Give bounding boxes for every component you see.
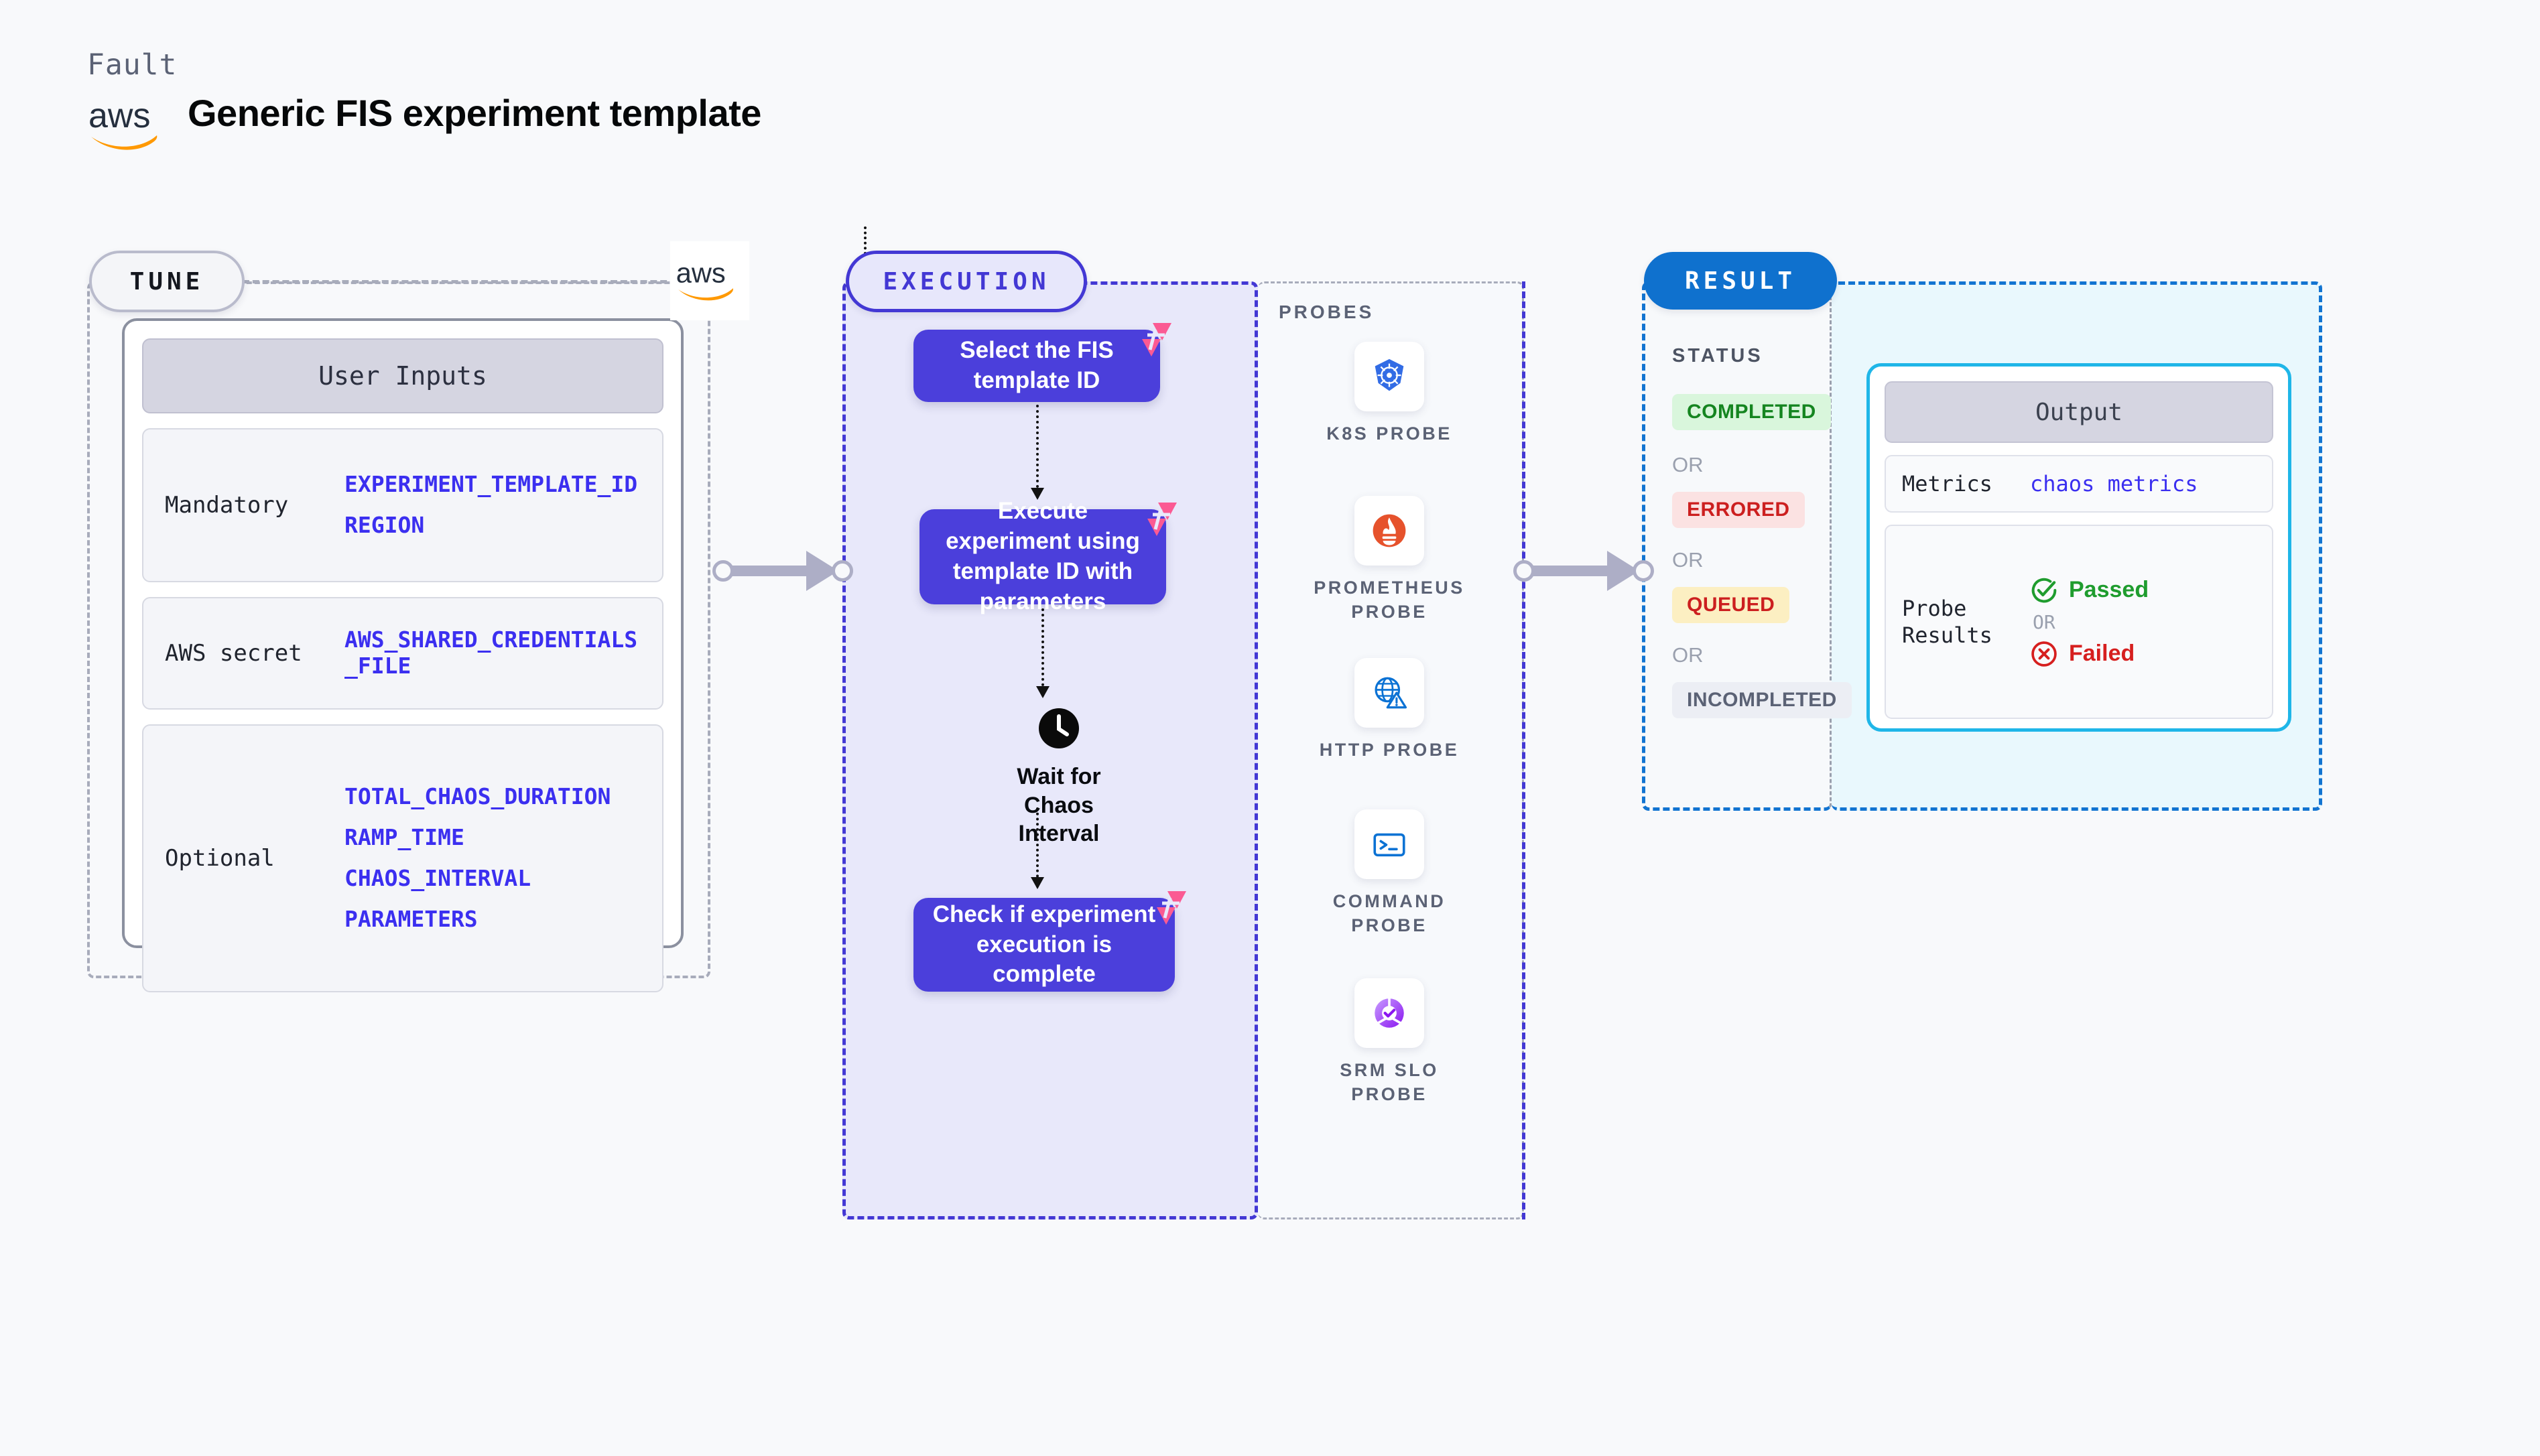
- flow-arrow-1: [1031, 405, 1044, 500]
- param-region: REGION: [344, 512, 425, 538]
- input-row-label: Mandatory: [165, 492, 289, 519]
- status-or-separator: OR: [1672, 453, 1704, 476]
- param-ramp-time: RAMP_TIME: [344, 824, 464, 851]
- status-title: STATUS: [1672, 345, 1763, 367]
- terminal-icon: [1373, 833, 1405, 857]
- status-or-separator: OR: [1672, 548, 1704, 572]
- input-row-label: Optional: [165, 845, 275, 872]
- param-parameters: PARAMETERS: [344, 905, 478, 932]
- execution-outer-right-border: [1522, 281, 1525, 1219]
- status-badge-errored: ERRORED: [1672, 492, 1805, 528]
- execution-section-container: [842, 281, 1258, 1219]
- param-aws-shared-credentials-file: AWS_SHARED_CREDENTIALS _FILE: [344, 626, 638, 679]
- connector-start-dot: [1513, 560, 1535, 582]
- probe-label: HTTP PROBE: [1319, 740, 1460, 760]
- execution-step-execute-experiment[interactable]: Execute experiment using template ID wit…: [919, 498, 1166, 614]
- input-row-mandatory[interactable]: Mandatory EXPERIMENT_TEMPLATE_ID REGION: [142, 428, 663, 582]
- output-probe-results-label: Probe Results: [1902, 596, 1992, 648]
- probe-item-command[interactable]: COMMAND PROBE: [1312, 809, 1466, 937]
- execution-step-check-complete[interactable]: Check if experiment execution is complet…: [913, 898, 1175, 992]
- param-experiment-template-id: EXPERIMENT_TEMPLATE_ID: [344, 471, 638, 498]
- connector-end-dot: [832, 560, 853, 582]
- user-inputs-header: User Inputs: [142, 338, 663, 413]
- probe-item-http[interactable]: HTTP PROBE: [1312, 658, 1466, 763]
- execution-wait-node: Wait for Chaos Interval: [992, 707, 1126, 848]
- user-inputs-card: User Inputs Mandatory EXPERIMENT_TEMPLAT…: [122, 318, 684, 992]
- input-row-optional[interactable]: Optional TOTAL_CHAOS_DURATION RAMP_TIME …: [142, 724, 663, 992]
- input-row-label: AWS secret: [165, 640, 302, 667]
- check-circle-icon: [2031, 578, 2057, 602]
- probe-label: K8S PROBE: [1326, 423, 1452, 444]
- probe-label: SRM SLO PROBE: [1340, 1060, 1439, 1104]
- wait-node-label: Wait for Chaos Interval: [1017, 764, 1101, 846]
- result-status-container: [1642, 281, 1832, 811]
- probe-item-prometheus[interactable]: PROMETHEUS PROBE: [1312, 496, 1466, 624]
- tune-header-divider: [243, 280, 677, 283]
- connector-execution-to-result: [1513, 551, 1654, 591]
- execution-section-pill[interactable]: EXECUTION: [846, 251, 1087, 312]
- input-row-aws-secret[interactable]: AWS secret AWS_SHARED_CREDENTIALS _FILE: [142, 597, 663, 710]
- flow-arrow-2: [1036, 608, 1050, 698]
- probe-result-or-separator: OR: [2033, 610, 2055, 633]
- svg-text:aws: aws: [676, 257, 726, 289]
- x-circle-icon: [2031, 641, 2057, 667]
- litmus-badge-icon: [1147, 890, 1188, 927]
- aws-provider-badge: aws: [670, 241, 749, 320]
- connector-tune-to-execution: [712, 551, 853, 591]
- execution-pill-tick: [864, 226, 867, 255]
- status-or-separator: OR: [1672, 643, 1704, 667]
- litmus-badge-icon: [1138, 501, 1178, 539]
- probes-title: PROBES: [1279, 302, 1375, 322]
- probe-result-passed-label: Passed: [2069, 577, 2149, 602]
- input-row-values: EXPERIMENT_TEMPLATE_ID REGION: [344, 471, 638, 539]
- clock-icon: [1039, 708, 1079, 748]
- param-total-chaos-duration: TOTAL_CHAOS_DURATION: [344, 783, 611, 810]
- result-section-pill[interactable]: RESULT: [1644, 252, 1837, 310]
- probe-label: COMMAND PROBE: [1332, 891, 1446, 935]
- tune-section-pill[interactable]: TUNE: [89, 251, 245, 312]
- output-probe-result-list: Passed OR Failed: [2030, 576, 2149, 668]
- slo-donut-check-icon: [1375, 997, 1404, 1028]
- probe-icon-tile: [1354, 658, 1424, 728]
- connector-start-dot: [712, 560, 734, 582]
- probe-icon-tile: [1354, 809, 1424, 879]
- svg-text:aws: aws: [88, 96, 150, 135]
- probe-result-passed: Passed: [2030, 576, 2149, 604]
- probe-icon-tile: [1354, 978, 1424, 1048]
- output-metrics-value: chaos metrics: [2030, 471, 2198, 497]
- connector-line: [1525, 566, 1626, 576]
- input-row-values: TOTAL_CHAOS_DURATION RAMP_TIME CHAOS_INT…: [344, 783, 611, 933]
- prometheus-icon: [1373, 514, 1406, 547]
- probe-item-k8s[interactable]: K8S PROBE: [1312, 342, 1466, 446]
- probe-result-failed-label: Failed: [2069, 641, 2135, 666]
- input-row-values: AWS_SHARED_CREDENTIALS _FILE: [344, 626, 638, 679]
- param-chaos-interval: CHAOS_INTERVAL: [344, 865, 531, 891]
- status-badge-incompleted: INCOMPLETED: [1672, 682, 1852, 718]
- kubernetes-icon: [1375, 358, 1404, 391]
- probe-icon-tile: [1354, 342, 1424, 411]
- probe-item-srm-slo[interactable]: SRM SLO PROBE: [1312, 978, 1466, 1106]
- status-badge-completed: COMPLETED: [1672, 394, 1831, 430]
- output-row-metrics[interactable]: Metrics chaos metrics: [1885, 455, 2273, 513]
- execution-step-select-template[interactable]: Select the FIS template ID: [913, 330, 1160, 402]
- probe-icon-tile: [1354, 496, 1424, 566]
- output-card: Output Metrics chaos metrics Probe Resul…: [1866, 363, 2291, 732]
- probe-label: PROMETHEUS PROBE: [1314, 578, 1465, 622]
- flow-arrow-3: [1031, 807, 1044, 889]
- probe-result-failed: Failed: [2030, 640, 2149, 668]
- status-badge-queued: QUEUED: [1672, 587, 1790, 623]
- page-title: Generic FIS experiment template: [188, 92, 761, 134]
- globe-warning-icon: [1375, 677, 1407, 709]
- litmus-badge-icon: [1133, 322, 1173, 359]
- connector-line: [724, 566, 825, 576]
- aws-logo: aws: [87, 94, 168, 154]
- output-card-header: Output: [1885, 381, 2273, 443]
- output-row-probe-results[interactable]: Probe Results Passed OR Failed: [1885, 525, 2273, 719]
- connector-end-dot: [1633, 560, 1654, 582]
- page-eyebrow: Fault: [87, 48, 178, 82]
- output-metrics-label: Metrics: [1902, 471, 1992, 497]
